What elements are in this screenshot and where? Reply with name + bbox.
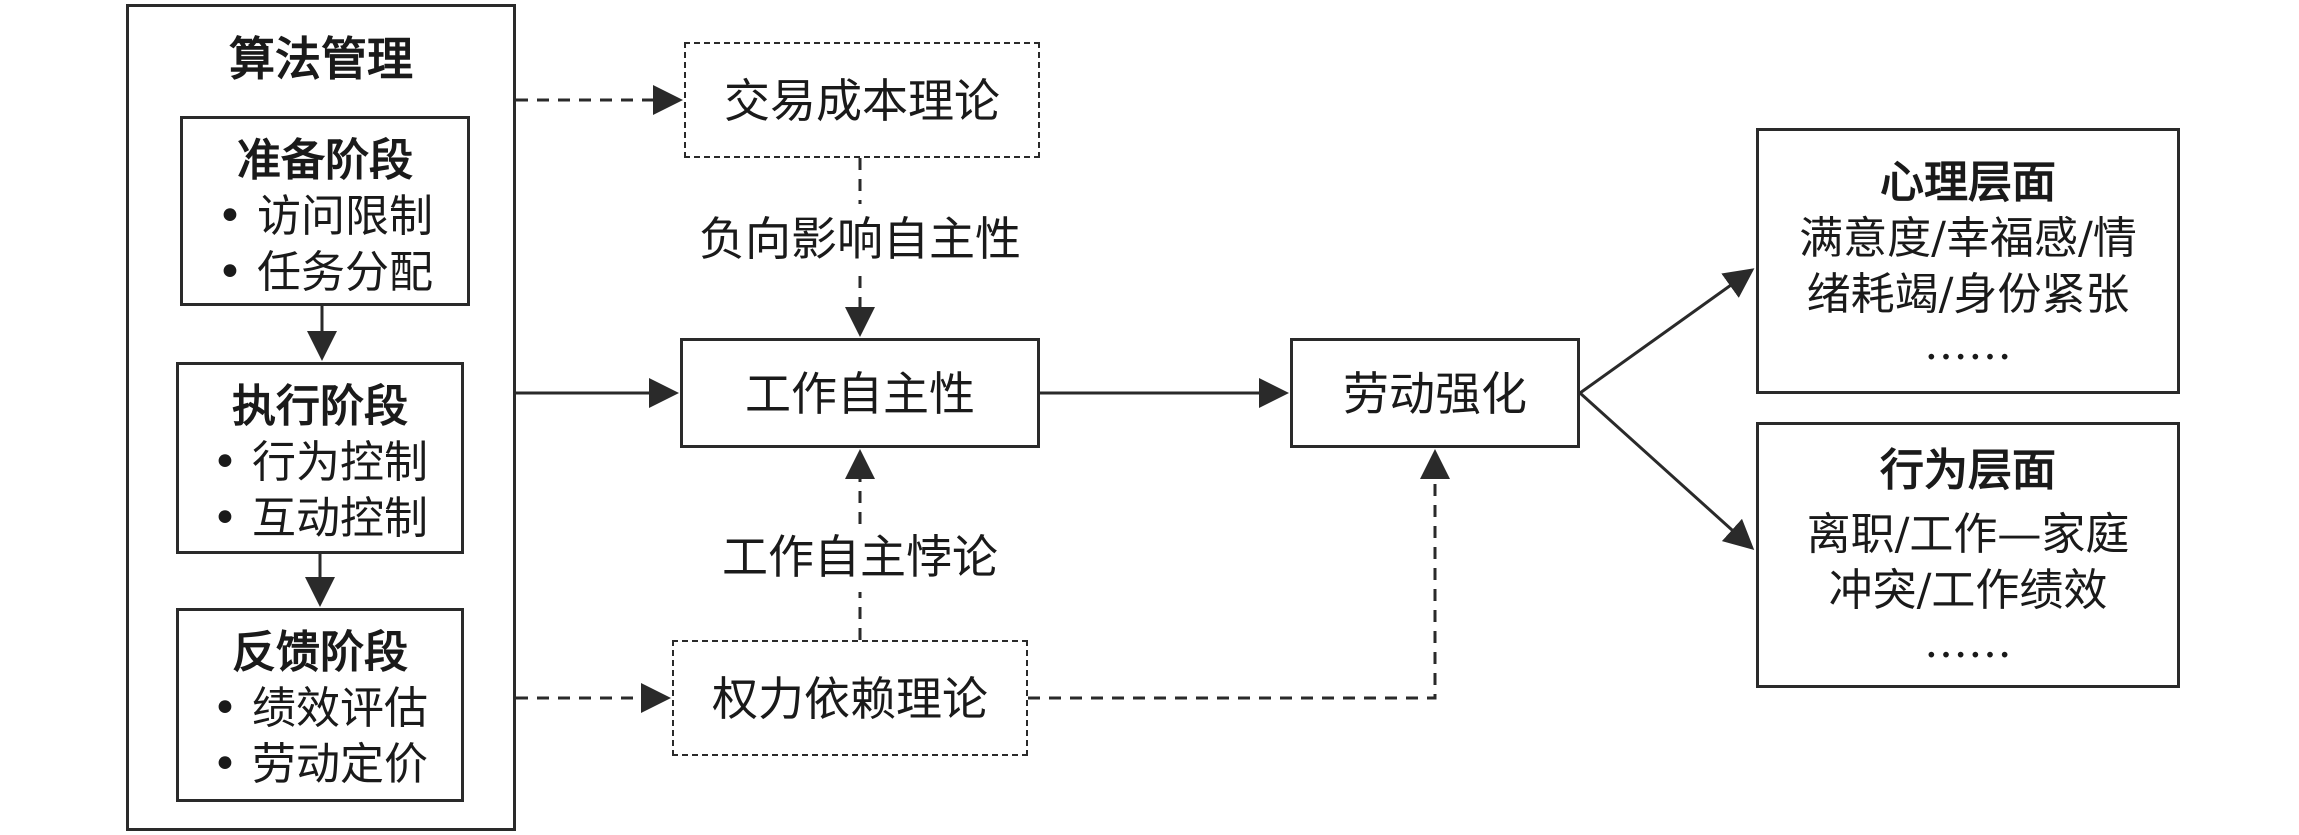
psychological-outcome-line-1: 满意度/幸福感/情 [1799, 213, 2137, 264]
stage-prepare-title: 准备阶段 [237, 135, 413, 186]
stage-execute: 执行阶段 • 行为控制 • 互动控制 [176, 362, 464, 554]
work-autonomy-box: 工作自主性 [680, 338, 1040, 448]
labor-intensification-box: 劳动强化 [1290, 338, 1580, 448]
stage-execute-item-2: • 互动控制 [212, 493, 428, 544]
psychological-outcome-line-2: 绪耗竭/身份紧张 [1806, 269, 2130, 320]
stage-prepare-item-2: • 任务分配 [217, 247, 433, 298]
power-dependence-theory-box: 权力依赖理论 [672, 640, 1028, 756]
stage-prepare: 准备阶段 • 访问限制 • 任务分配 [180, 116, 470, 306]
negative-effect-label: 负向影响自主性 [699, 212, 1021, 266]
autonomy-paradox-label: 工作自主悖论 [722, 530, 998, 584]
algorithm-management-title: 算法管理 [229, 32, 413, 86]
arrow-labor-to-psychological [1579, 268, 1755, 395]
stage-execute-item-1: • 行为控制 [212, 437, 428, 488]
behavioral-outcome-line-1: 离职/工作—家庭 [1806, 509, 2130, 560]
behavioral-outcome-ellipsis: …… [1924, 617, 2012, 668]
work-autonomy-label: 工作自主性 [745, 367, 975, 421]
stage-feedback: 反馈阶段 • 绩效评估 • 劳动定价 [176, 608, 464, 802]
stage-execute-title: 执行阶段 [232, 381, 408, 432]
behavioral-outcome-line-2: 冲突/工作绩效 [1828, 565, 2108, 616]
transaction-cost-theory-box: 交易成本理论 [684, 42, 1040, 158]
behavioral-outcome-title: 行为层面 [1880, 445, 2056, 496]
stage-feedback-item-2: • 劳动定价 [212, 739, 428, 790]
stage-prepare-item-1: • 访问限制 [217, 191, 433, 242]
behavioral-outcome-box: 行为层面 离职/工作—家庭 冲突/工作绩效 …… [1756, 422, 2180, 688]
psychological-outcome-box: 心理层面 满意度/幸福感/情 绪耗竭/身份紧张 …… [1756, 128, 2180, 394]
power-dependence-theory-label: 权力依赖理论 [712, 672, 988, 726]
stage-feedback-item-1: • 绩效评估 [212, 683, 428, 734]
arrow-labor-to-behavioral [1578, 391, 1755, 551]
arrow-power-dependence-to-labor [1028, 449, 1450, 700]
transaction-cost-theory-label: 交易成本理论 [724, 74, 1000, 128]
stage-feedback-title: 反馈阶段 [232, 627, 408, 678]
psychological-outcome-ellipsis: …… [1924, 319, 2012, 370]
psychological-outcome-title: 心理层面 [1880, 157, 2056, 208]
labor-intensification-label: 劳动强化 [1343, 367, 1527, 421]
